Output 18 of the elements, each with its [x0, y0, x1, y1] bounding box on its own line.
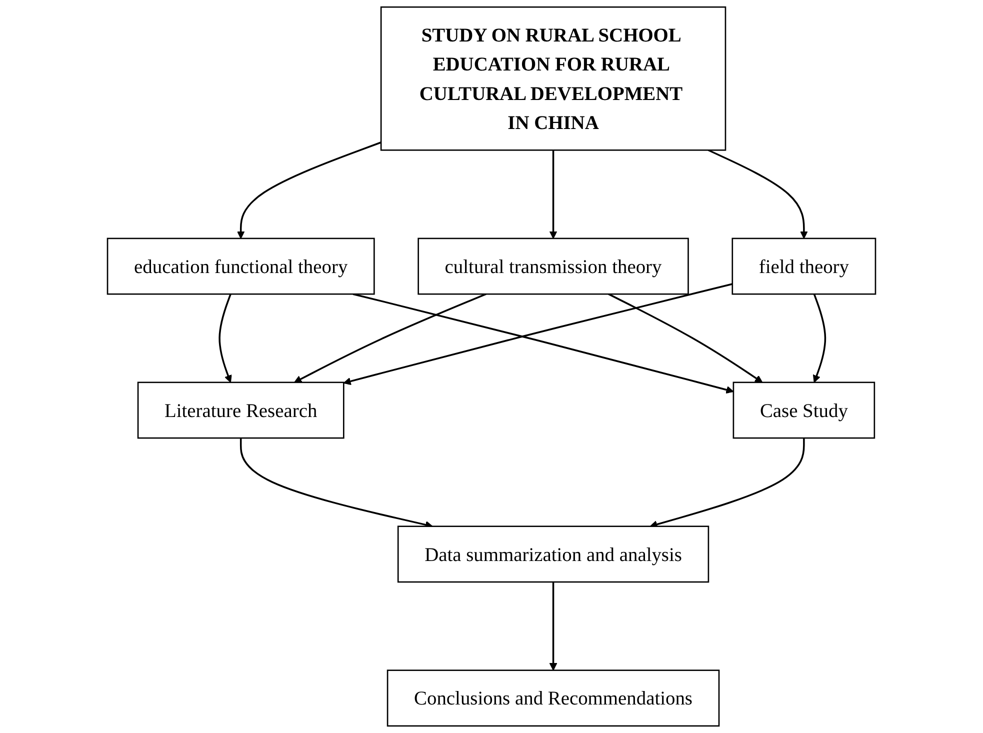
arrow	[218, 294, 232, 383]
arrow	[549, 150, 558, 239]
arrow	[352, 293, 734, 394]
arrow	[294, 293, 486, 383]
node-box: field theory	[732, 238, 876, 295]
node-box: STUDY ON RURAL SCHOOL EDUCATION FOR RURAL CULTURAL DEVELOPMENT IN CHINA	[380, 6, 726, 151]
node-box: cultural transmission theory	[418, 238, 689, 295]
node-box: education functional theory	[106, 238, 375, 295]
arrow	[812, 294, 826, 383]
node-box: Conclusions and Recommendations	[386, 670, 720, 727]
node-box: Case Study	[732, 382, 876, 439]
arrow	[549, 582, 558, 671]
arrow	[343, 283, 733, 386]
arrow	[708, 149, 808, 239]
node-box: Data summarization and analysis	[397, 526, 710, 583]
arrow	[608, 293, 763, 383]
node-box: Literature Research	[137, 382, 344, 439]
arrow	[236, 142, 382, 239]
